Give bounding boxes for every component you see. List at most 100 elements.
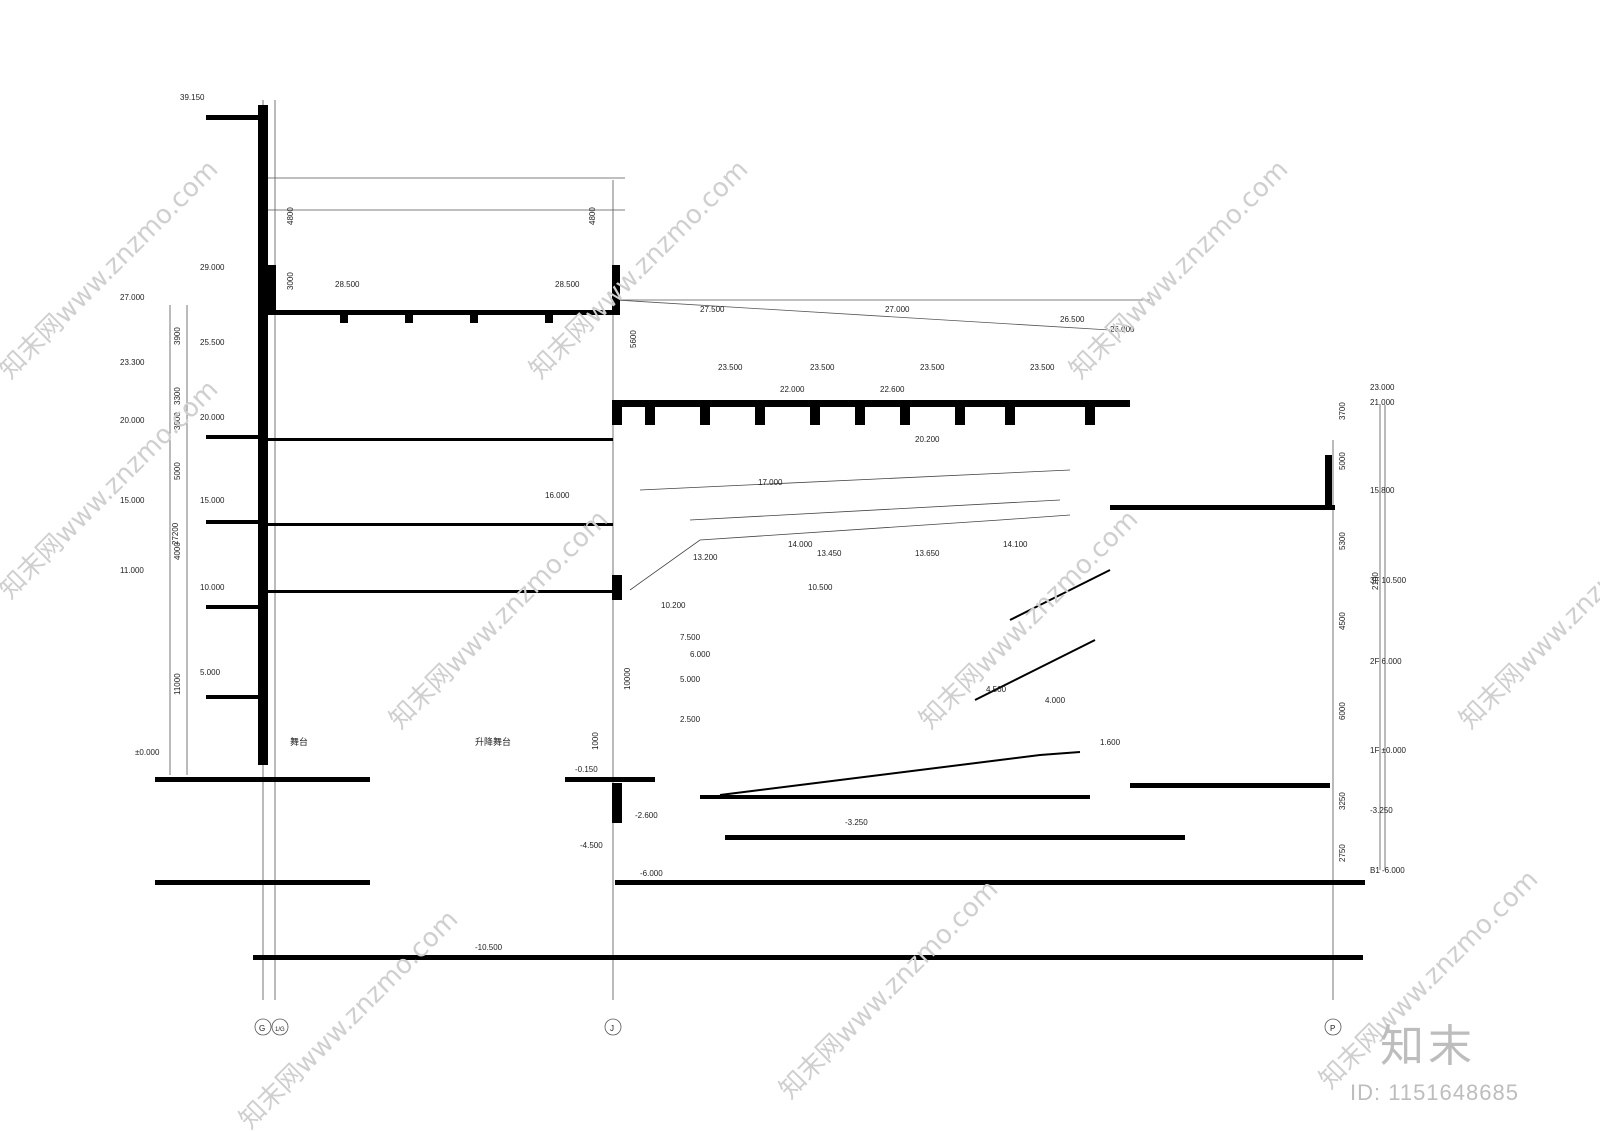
svg-text:-6.000: -6.000 xyxy=(640,869,663,878)
svg-text:3700: 3700 xyxy=(1338,402,1347,420)
level-29000: 29.000 xyxy=(200,263,225,272)
svg-text:23.500: 23.500 xyxy=(810,363,835,372)
level-r-10500: 3F 10.500 xyxy=(1370,576,1407,585)
watermark-3: 知末网www.znzmo.com xyxy=(1064,154,1295,385)
level-10000: 10.000 xyxy=(200,583,225,592)
watermark-5: 知末网www.znzmo.com xyxy=(384,504,615,735)
level-23300: 23.300 xyxy=(120,358,145,367)
svg-text:3900: 3900 xyxy=(173,327,182,345)
svg-text:4800: 4800 xyxy=(286,207,295,225)
dimension-labels: 3900 3300 3000 5000 4000 27200 11000 370… xyxy=(171,207,1380,862)
svg-text:5600: 5600 xyxy=(629,330,638,348)
svg-text:2.500: 2.500 xyxy=(680,715,701,724)
room-labels: 舞台 升降舞台 xyxy=(290,736,511,747)
svg-text:2100: 2100 xyxy=(1371,572,1380,590)
svg-text:4800: 4800 xyxy=(588,207,597,225)
svg-text:17.000: 17.000 xyxy=(758,478,783,487)
svg-text:-10.500: -10.500 xyxy=(475,943,503,952)
svg-text:4500: 4500 xyxy=(1338,612,1347,630)
level-20000b: 20.000 xyxy=(200,413,225,422)
axis-j-label: J xyxy=(610,1024,614,1033)
svg-text:-0.150: -0.150 xyxy=(575,765,598,774)
svg-text:-3.250: -3.250 xyxy=(845,818,868,827)
level-r-15800: 15.800 xyxy=(1370,486,1395,495)
svg-text:13.200: 13.200 xyxy=(693,553,718,562)
room-stage: 舞台 xyxy=(290,736,308,747)
level-39150: 39.150 xyxy=(180,93,205,102)
level-27000: 27.000 xyxy=(120,293,145,302)
svg-text:27.500: 27.500 xyxy=(700,305,725,314)
watermark-6: 知末网www.znzmo.com xyxy=(914,504,1145,735)
svg-text:22.600: 22.600 xyxy=(880,385,905,394)
axis-j-bubble xyxy=(604,1018,622,1036)
svg-text:-2.600: -2.600 xyxy=(635,811,658,820)
svg-text:4.000: 4.000 xyxy=(1045,696,1066,705)
axis-p-label: P xyxy=(1330,1024,1335,1033)
svg-text:23.500: 23.500 xyxy=(1030,363,1055,372)
level-15000: 15.000 xyxy=(120,496,145,505)
brand-id: ID: 1151648685 xyxy=(1350,1080,1519,1105)
svg-text:26.000: 26.000 xyxy=(1110,325,1135,334)
svg-text:16.000: 16.000 xyxy=(545,491,570,500)
svg-text:2750: 2750 xyxy=(1338,844,1347,862)
svg-text:5000: 5000 xyxy=(173,462,182,480)
svg-text:27.000: 27.000 xyxy=(885,305,910,314)
level-20000: 20.000 xyxy=(120,416,145,425)
svg-text:3000: 3000 xyxy=(173,412,182,430)
beams xyxy=(340,315,1095,425)
svg-text:3250: 3250 xyxy=(1338,792,1347,810)
svg-text:27200: 27200 xyxy=(171,522,180,545)
level-r-0: 1F ±0.000 xyxy=(1370,746,1407,755)
site-watermarks: 知末网www.znzmo.com 知末网www.znzmo.com 知末网www… xyxy=(0,154,1600,1131)
svg-text:26.500: 26.500 xyxy=(1060,315,1085,324)
level-r-m3250: -3.250 xyxy=(1370,806,1393,815)
axis-1g-bubble xyxy=(271,1018,289,1036)
level-r-6000: 2F 6.000 xyxy=(1370,657,1402,666)
axis-bubbles: G 1/G J P xyxy=(254,1018,1342,1036)
svg-text:10000: 10000 xyxy=(623,667,632,690)
auditorium-ceiling xyxy=(629,469,1071,591)
level-0: ±0.000 xyxy=(135,748,160,757)
level-r-21000: 21.000 xyxy=(1370,398,1395,407)
svg-text:13.650: 13.650 xyxy=(915,549,940,558)
svg-text:23.500: 23.500 xyxy=(920,363,945,372)
mid-level-labels: 28.500 28.500 27.500 27.000 26.500 26.00… xyxy=(335,280,1135,952)
svg-text:22.000: 22.000 xyxy=(780,385,805,394)
svg-text:14.100: 14.100 xyxy=(1003,540,1028,549)
svg-text:28.500: 28.500 xyxy=(555,280,580,289)
svg-text:14.000: 14.000 xyxy=(788,540,813,549)
svg-text:10.200: 10.200 xyxy=(661,601,686,610)
axis-1g-label: 1/G xyxy=(275,1027,285,1033)
level-r-m6000: B1 -6.000 xyxy=(1370,866,1405,875)
slabs-and-walls xyxy=(155,105,1365,960)
svg-text:4.500: 4.500 xyxy=(986,685,1007,694)
svg-text:1.600: 1.600 xyxy=(1100,738,1121,747)
watermark-7: 知末网www.znzmo.com xyxy=(1454,504,1600,735)
level-5000: 5.000 xyxy=(200,668,221,677)
svg-text:5000: 5000 xyxy=(1338,452,1347,470)
watermark-2: 知末网www.znzmo.com xyxy=(524,154,755,385)
axis-g-label: G xyxy=(259,1024,265,1033)
svg-text:3300: 3300 xyxy=(173,387,182,405)
svg-text:6.000: 6.000 xyxy=(690,650,711,659)
level-r-23000: 23.000 xyxy=(1370,383,1395,392)
axis-p-bubble xyxy=(1324,1018,1342,1036)
watermark-1: 知末网www.znzmo.com xyxy=(0,154,224,385)
svg-text:1000: 1000 xyxy=(591,732,600,750)
seating-rake xyxy=(719,569,1111,796)
watermark-8: 知末网www.znzmo.com xyxy=(234,904,465,1131)
svg-text:11000: 11000 xyxy=(173,673,182,695)
svg-text:5300: 5300 xyxy=(1338,532,1347,550)
level-15000b: 15.000 xyxy=(200,496,225,505)
svg-text:4000: 4000 xyxy=(173,542,182,560)
level-labels: 39.150 29.000 27.000 25.500 23.300 20.00… xyxy=(120,93,1407,875)
svg-text:3000: 3000 xyxy=(286,272,295,290)
watermark-9: 知末网www.znzmo.com xyxy=(774,874,1005,1105)
svg-text:23.500: 23.500 xyxy=(718,363,743,372)
svg-text:5.000: 5.000 xyxy=(680,675,701,684)
brand-logo: 知末 xyxy=(1380,1021,1476,1072)
watermark-4: 知末网www.znzmo.com xyxy=(0,374,224,605)
svg-text:20.200: 20.200 xyxy=(915,435,940,444)
axis-g-bubble xyxy=(254,1018,272,1036)
